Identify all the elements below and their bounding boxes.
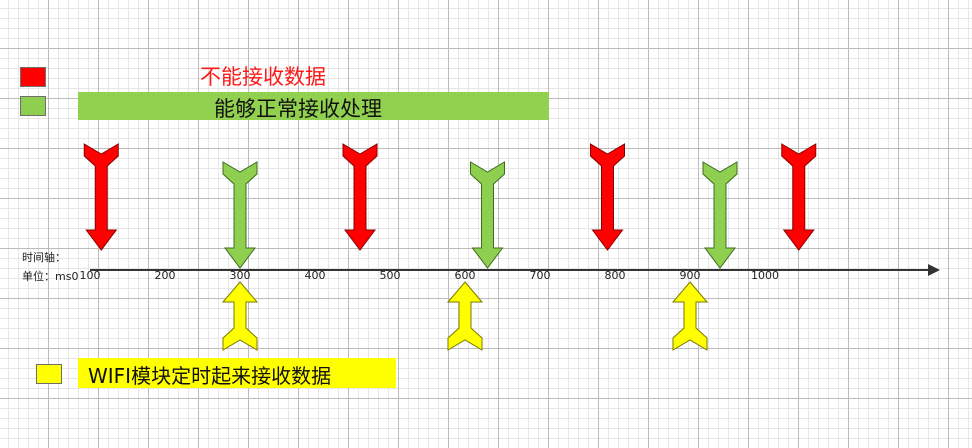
axis-tick-label: 800 bbox=[604, 269, 626, 282]
time-axis bbox=[90, 264, 940, 276]
yellow-event-arrow bbox=[671, 281, 709, 351]
green-event-arrow bbox=[222, 161, 258, 269]
legend-yellow-bar bbox=[78, 358, 396, 388]
axis-unit: 单位：ms0 bbox=[22, 268, 78, 284]
red-event-arrow bbox=[342, 143, 378, 251]
axis-tick-label: 100 bbox=[79, 269, 101, 282]
axis-unit-value: ms bbox=[55, 270, 72, 283]
axis-tick-label: 400 bbox=[304, 269, 326, 282]
legend-green-bar bbox=[78, 92, 549, 120]
axis-tick-label: 700 bbox=[529, 269, 551, 282]
green-event-arrow bbox=[702, 161, 738, 269]
legend-red-swatch bbox=[20, 67, 46, 87]
axis-origin-label: 0 bbox=[71, 270, 79, 283]
axis-tick-label: 600 bbox=[454, 269, 476, 282]
legend-red-label: 不能接收数据 bbox=[200, 65, 326, 89]
axis-tick-label: 900 bbox=[679, 269, 701, 282]
legend-green-swatch bbox=[20, 96, 46, 116]
axis-name: 时间轴： bbox=[22, 251, 66, 264]
axis-unit-label: 单位： bbox=[22, 270, 55, 283]
legend-yellow-swatch bbox=[36, 364, 62, 384]
legend-green-label: 能够正常接收处理 bbox=[214, 97, 382, 121]
axis-tick-label: 1000 bbox=[751, 269, 779, 282]
legend-yellow-label: WIFI模块定时起来接收数据 bbox=[88, 364, 332, 388]
axis-tick-label: 300 bbox=[229, 269, 251, 282]
red-event-arrow bbox=[590, 143, 625, 251]
yellow-event-arrow bbox=[446, 281, 484, 351]
green-event-arrow bbox=[470, 161, 505, 269]
axis-tick-label: 500 bbox=[379, 269, 401, 282]
axis-tick-label: 200 bbox=[154, 269, 176, 282]
red-event-arrow bbox=[83, 143, 119, 251]
yellow-event-arrow bbox=[221, 281, 259, 351]
axis-arrowhead bbox=[928, 264, 940, 276]
event-arrows bbox=[83, 143, 817, 351]
red-event-arrow bbox=[781, 143, 817, 251]
